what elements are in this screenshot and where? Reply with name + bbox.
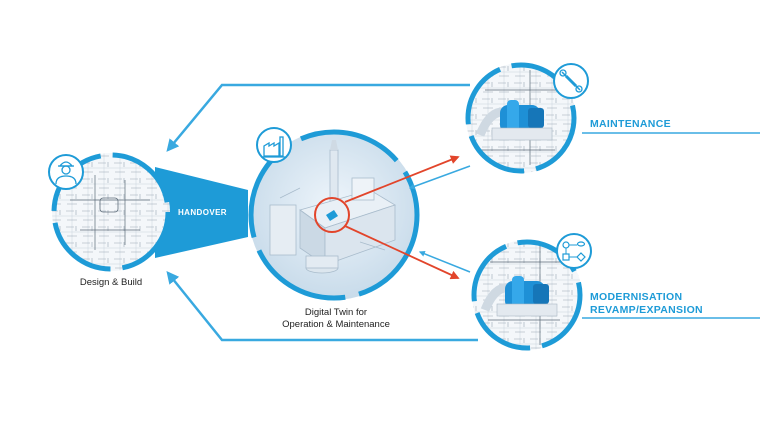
maintenance-label: MAINTENANCE: [590, 118, 671, 130]
modernisation-label-line1: MODERNISATION: [590, 291, 683, 303]
connector-red-maintenance: [344, 155, 460, 203]
modernisation-label-line2: REVAMP/EXPANSION: [590, 304, 703, 316]
connector-blue-maintenance: [408, 165, 471, 190]
digital-twin-label: Digital Twin for Operation & Maintenance: [256, 307, 416, 331]
handover-label: HANDOVER: [178, 208, 227, 217]
design-build-label: Design & Build: [79, 277, 143, 288]
modernisation-node: [471, 233, 592, 351]
modernisation-label: MODERNISATION REVAMP/EXPANSION: [590, 291, 703, 317]
digital-twin-label-line1: Digital Twin for: [304, 307, 368, 318]
maintenance-node: [465, 62, 589, 174]
factory-icon: [256, 127, 292, 163]
design-build-node: [48, 152, 171, 272]
digital-twin-node: [248, 127, 420, 301]
engineer-icon: [48, 154, 84, 190]
connector-red-modernisation: [344, 225, 460, 280]
handover-funnel: [155, 167, 248, 258]
digital-twin-label-line2: Operation & Maintenance: [282, 319, 390, 330]
wrench-icon: [553, 63, 589, 99]
connector-blue-modernisation: [418, 250, 471, 273]
flow-return-bottom: [166, 271, 478, 342]
flowchart-icon: [556, 233, 592, 269]
flow-return-top: [166, 83, 470, 152]
focus-ring: [314, 197, 350, 233]
